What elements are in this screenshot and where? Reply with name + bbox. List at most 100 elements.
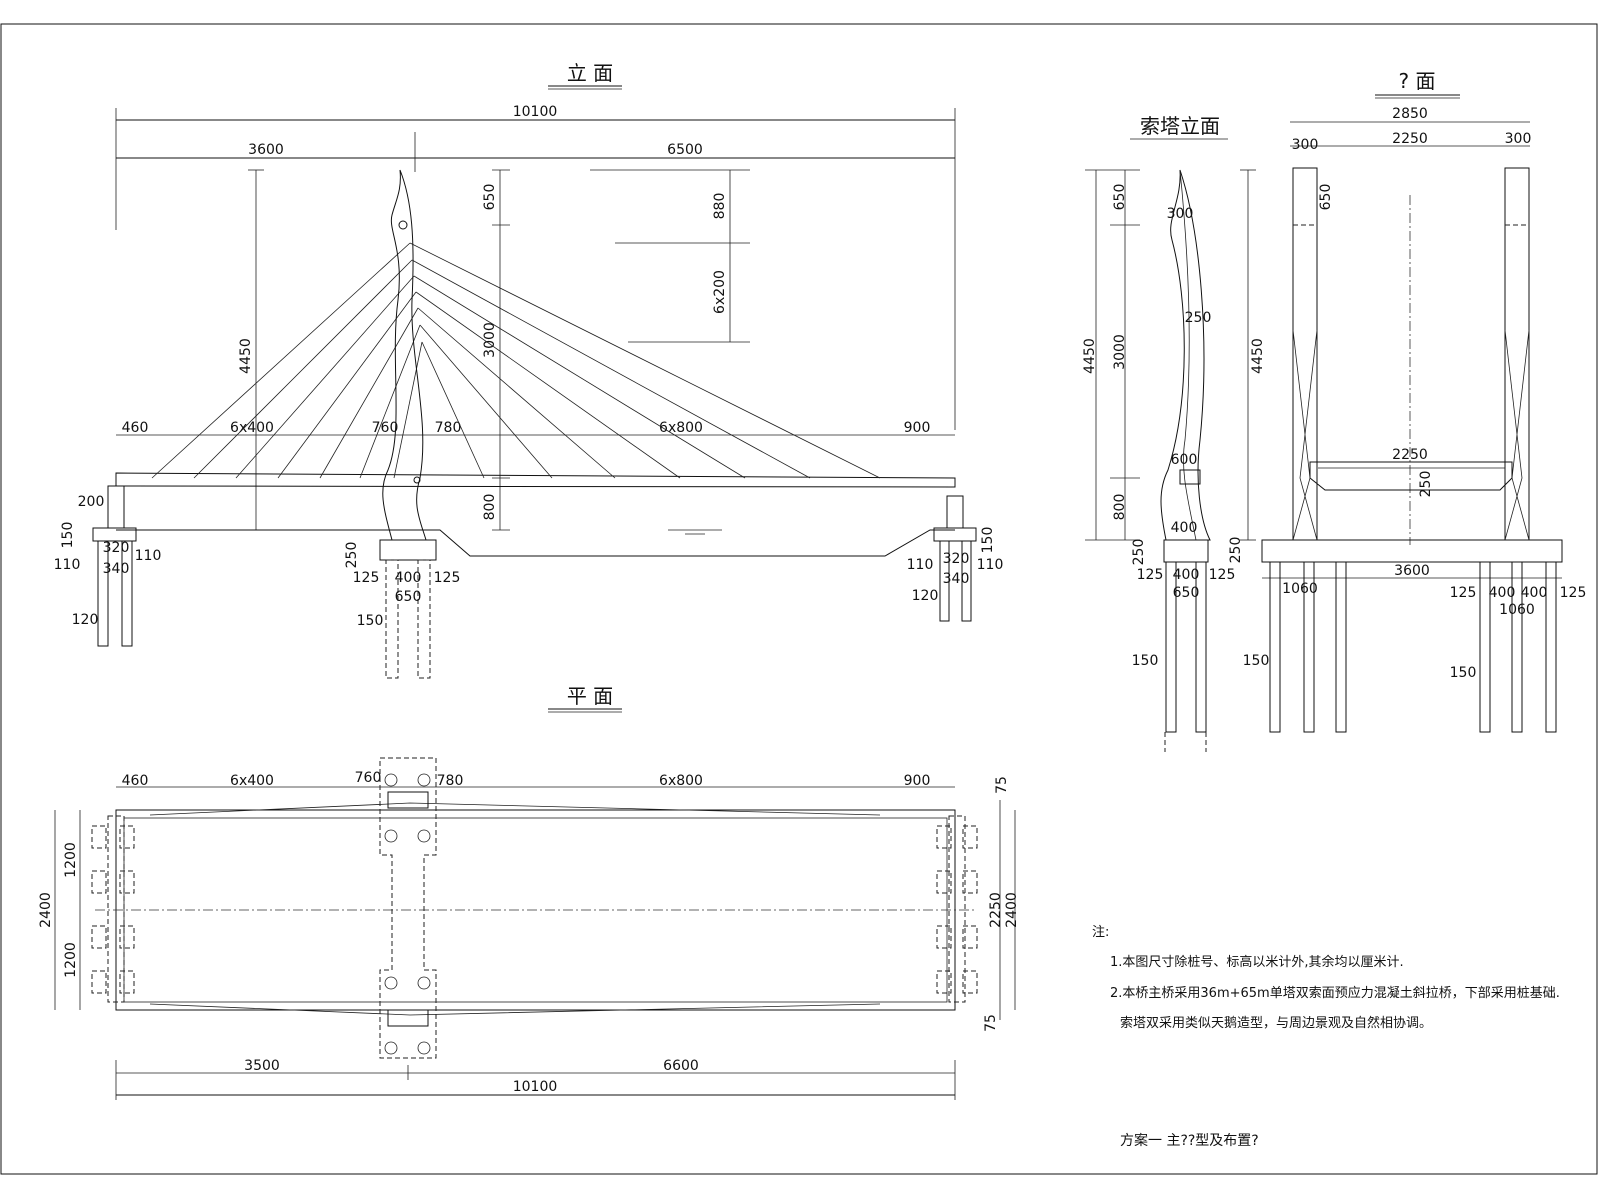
section-650: 650 bbox=[1318, 184, 1334, 211]
section-deck-2250: 2250 bbox=[1392, 447, 1428, 463]
dim-right-span: 6500 bbox=[667, 142, 703, 158]
abut-110a: 110 bbox=[54, 557, 81, 573]
section-pile-150a: 150 bbox=[1243, 653, 1270, 669]
abut-320: 320 bbox=[103, 540, 130, 556]
dim-780: 780 bbox=[435, 420, 462, 436]
rabut-340: 340 bbox=[943, 571, 970, 587]
pier-125a: 125 bbox=[353, 570, 380, 586]
tower-f125a: 125 bbox=[1137, 567, 1164, 583]
section-3600: 3600 bbox=[1394, 563, 1430, 579]
section-2250: 2250 bbox=[1392, 131, 1428, 147]
dim-stay-880: 880 bbox=[712, 193, 728, 220]
notes-heading: 注: bbox=[1092, 925, 1109, 940]
tower-f650: 650 bbox=[1173, 585, 1200, 601]
tower-foundation-plan bbox=[379, 757, 437, 1059]
pier-125b: 125 bbox=[434, 570, 461, 586]
tower-f250: 250 bbox=[1131, 539, 1147, 566]
tower-side-shape bbox=[1160, 169, 1211, 541]
rabut-110a: 110 bbox=[907, 557, 934, 573]
pier-150: 150 bbox=[357, 613, 384, 629]
tower-f125b: 125 bbox=[1209, 567, 1236, 583]
riverbed bbox=[116, 529, 955, 557]
stay-cables bbox=[151, 242, 881, 479]
tower-elevation bbox=[382, 169, 427, 541]
note-line-1: 1.本图尺寸除桩号、标高以米计外,其余均以厘米计. bbox=[1110, 954, 1404, 970]
dim-3000: 3000 bbox=[482, 322, 498, 358]
tower-800: 800 bbox=[1112, 494, 1128, 521]
note-line-3: 索塔双采用类似天鹅造型，与周边景观及自然相协调。 bbox=[1120, 1015, 1432, 1031]
tower-elevation-view: 索塔立面 650 3000 4450 800 300 250 600 400 2… bbox=[1082, 114, 1235, 752]
tower-4450: 4450 bbox=[1082, 338, 1098, 374]
section-300b: 300 bbox=[1505, 131, 1532, 147]
abut-200: 200 bbox=[78, 494, 105, 510]
rabut-110b: 110 bbox=[977, 557, 1004, 573]
plan-75-bottom: 75 bbox=[983, 1014, 999, 1032]
section-125b: 125 bbox=[1560, 585, 1587, 601]
dim-800: 800 bbox=[482, 494, 498, 521]
plan-view: 平 面 460 6x400 760 780 6x800 900 bbox=[38, 684, 1020, 1100]
plan-10100: 10100 bbox=[513, 1079, 558, 1095]
tower-650: 650 bbox=[1112, 184, 1128, 211]
dim-6x400: 6x400 bbox=[230, 420, 274, 436]
deck-section bbox=[1309, 461, 1513, 491]
left-abutment bbox=[107, 485, 125, 529]
pier-400: 400 bbox=[395, 570, 422, 586]
plan-2400-left: 2400 bbox=[38, 892, 54, 928]
plan-3500: 3500 bbox=[244, 1058, 280, 1074]
plan-760: 760 bbox=[355, 770, 382, 786]
plan-75-top: 75 bbox=[994, 776, 1010, 794]
section-300a: 300 bbox=[1292, 137, 1319, 153]
section-2850: 2850 bbox=[1392, 106, 1428, 122]
abut-340: 340 bbox=[103, 561, 130, 577]
section-deck-250: 250 bbox=[1418, 471, 1434, 498]
note-line-2: 2.本桥主桥采用36m+65m单塔双索面预应力混凝土斜拉桥，下部采用桩基础. bbox=[1110, 985, 1560, 1001]
section-1060b: 1060 bbox=[1499, 602, 1535, 618]
elevation-title: 立 面 bbox=[567, 61, 613, 85]
tower-400: 400 bbox=[1171, 520, 1198, 536]
dim-460: 460 bbox=[122, 420, 149, 436]
plan-2400-right: 2400 bbox=[1004, 892, 1020, 928]
rabut-320: 320 bbox=[943, 551, 970, 567]
section-title: ? 面 bbox=[1399, 69, 1436, 93]
dim-left-span: 3600 bbox=[248, 142, 284, 158]
tower-250: 250 bbox=[1185, 310, 1212, 326]
tower-f150: 150 bbox=[1132, 653, 1159, 669]
plan-1200a: 1200 bbox=[63, 842, 79, 878]
elevation-view: 立 面 10100 3600 6500 4450 650 3000 800 88… bbox=[54, 61, 1004, 679]
dim-900: 900 bbox=[904, 420, 931, 436]
tower-300: 300 bbox=[1167, 206, 1194, 222]
pier-650: 650 bbox=[395, 589, 422, 605]
section-pile-cap bbox=[1261, 539, 1563, 563]
plan-780: 780 bbox=[437, 773, 464, 789]
cross-section-view: ? 面 2850 300 2250 300 4450 650 2250 250 bbox=[1228, 69, 1587, 733]
abut-120: 120 bbox=[72, 612, 99, 628]
dim-650: 650 bbox=[482, 184, 498, 211]
abut-110b: 110 bbox=[135, 548, 162, 564]
plan-2250: 2250 bbox=[988, 892, 1004, 928]
dim-6x800: 6x800 bbox=[659, 420, 703, 436]
section-f250: 250 bbox=[1228, 537, 1244, 564]
section-tower-legs bbox=[1292, 167, 1530, 541]
section-pile-150b: 150 bbox=[1450, 665, 1477, 681]
tower-f400: 400 bbox=[1173, 567, 1200, 583]
plan-1200b: 1200 bbox=[63, 942, 79, 978]
dim-760: 760 bbox=[372, 420, 399, 436]
pier-250: 250 bbox=[344, 542, 360, 569]
plan-900: 900 bbox=[904, 773, 931, 789]
section-1060a: 1060 bbox=[1282, 581, 1318, 597]
title-block-label: 方案一 主??型及布置? bbox=[1120, 1132, 1259, 1149]
plan-title: 平 面 bbox=[567, 684, 613, 708]
section-4450: 4450 bbox=[1250, 338, 1266, 374]
pier-cap bbox=[379, 539, 437, 561]
sheet-border bbox=[0, 23, 1598, 1175]
dim-stay-6x200: 6x200 bbox=[712, 270, 728, 314]
section-125a: 125 bbox=[1450, 585, 1477, 601]
plan-6600: 6600 bbox=[663, 1058, 699, 1074]
right-abutment bbox=[946, 495, 964, 529]
section-piles bbox=[1269, 561, 1557, 733]
abut-150: 150 bbox=[60, 522, 76, 549]
deck-girder bbox=[115, 472, 956, 488]
plan-460: 460 bbox=[122, 773, 149, 789]
left-abutment-piles bbox=[91, 815, 135, 1003]
